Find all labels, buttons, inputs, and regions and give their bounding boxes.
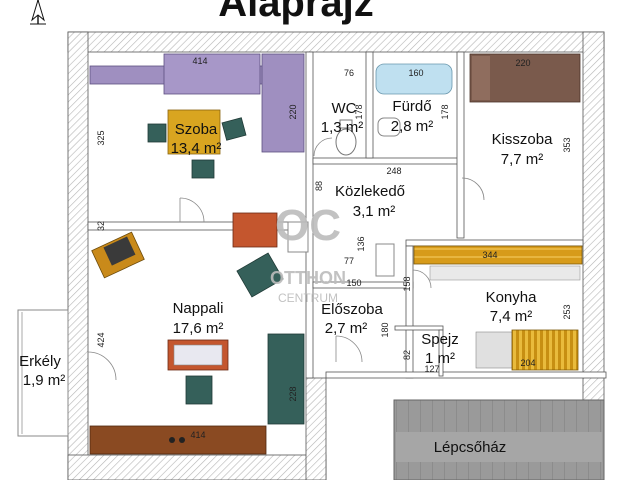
room-name-wc: WC [332, 100, 357, 117]
dimension-label: 414 [190, 430, 205, 440]
dimension-label: 88 [314, 181, 324, 191]
dimension-label: 150 [346, 278, 361, 288]
dimension-label: 160 [408, 68, 423, 78]
room-name-spejz: Spejz [421, 331, 459, 348]
dimension-label: 204 [520, 358, 535, 368]
dimension-label: 136 [356, 236, 366, 251]
inner-walls [87, 51, 607, 379]
dimension-label: 253 [562, 304, 572, 319]
dimension-label: 178 [354, 104, 364, 119]
kisszoba-bed [461, 53, 581, 201]
dimension-label: 228 [288, 386, 298, 401]
dimension-label: 127 [424, 364, 439, 374]
dimension-label: 344 [482, 250, 497, 260]
wc-fixtures [313, 119, 357, 157]
dimension-labels: 414 220 325 76 160 178 178 220 353 248 8… [96, 56, 572, 440]
eloszoba-fixtures [335, 335, 363, 363]
room-name-erkely: Erkély [19, 353, 61, 370]
room-name-kozlekedo: Közlekedő [335, 183, 405, 200]
room-name-eloszoba: Előszoba [321, 301, 383, 318]
room-name-lepcsohaz: Lépcsőház [434, 439, 507, 456]
room-area-kisszoba: 7,7 m² [501, 151, 544, 168]
svg-text:OC: OC [275, 201, 341, 250]
dimension-label: 414 [192, 56, 207, 66]
room-area-kozlekedo: 3,1 m² [353, 203, 396, 220]
room-area-nappali: 17,6 m² [173, 320, 224, 337]
dimension-label: 178 [440, 104, 450, 119]
dimension-label: 158 [402, 276, 412, 291]
room-name-furdo: Fürdő [392, 98, 431, 115]
dimension-label: 76 [344, 68, 354, 78]
nappali-furniture [87, 231, 305, 455]
room-labels: Szoba 13,4 m² WC 1,3 m² Fürdő 2,8 m² Kis… [19, 98, 553, 456]
dimension-label: 424 [96, 332, 106, 347]
room-name-szoba: Szoba [175, 121, 218, 138]
balcony [17, 309, 69, 437]
room-area-konyha: 7,4 m² [490, 308, 533, 325]
plan-title: Alaprajz [218, 0, 374, 25]
room-name-kisszoba: Kisszoba [492, 131, 554, 148]
dimension-label: 32 [96, 221, 106, 231]
dimension-label: 248 [386, 166, 401, 176]
dimension-label: 220 [515, 58, 530, 68]
bathroom-fixtures [375, 63, 453, 137]
stairwell [393, 399, 605, 480]
dimension-label: 82 [402, 350, 412, 360]
room-area-eloszoba: 2,7 m² [325, 320, 368, 337]
room-area-szoba: 13,4 m² [171, 140, 222, 157]
dimension-label: 325 [96, 130, 106, 145]
room-area-furdo: 2,8 m² [391, 118, 434, 135]
compass-icon [30, 0, 46, 25]
dimension-label: 77 [344, 256, 354, 266]
room-area-spejz: 1 m² [425, 350, 455, 367]
room-area-wc: 1,3 m² [321, 119, 364, 136]
kitchen-fixtures [412, 245, 583, 371]
room-area-erkely: 1,9 m² [23, 372, 66, 389]
dimension-label: 353 [562, 137, 572, 152]
svg-text:OTTHON: OTTHON [270, 268, 346, 288]
svg-text:CENTRUM: CENTRUM [278, 291, 338, 305]
watermark: OC OTTHON CENTRUM [270, 201, 346, 305]
corridor-fixtures [232, 212, 395, 277]
dimension-label: 180 [380, 322, 390, 337]
room-name-konyha: Konyha [486, 289, 538, 306]
dimension-label: 220 [288, 104, 298, 119]
szoba-furniture [89, 53, 305, 223]
room-name-nappali: Nappali [173, 300, 224, 317]
